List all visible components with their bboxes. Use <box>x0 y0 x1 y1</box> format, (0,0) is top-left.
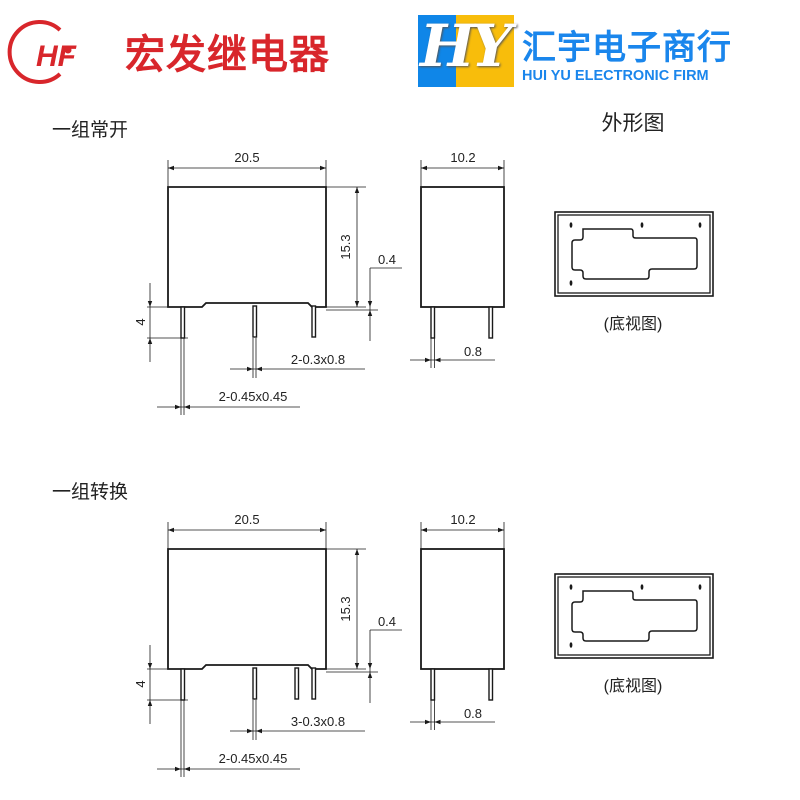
dim-height: 15.3 <box>338 596 353 621</box>
dim-side-pin: 0.8 <box>464 344 482 359</box>
arrow-head <box>175 404 181 410</box>
pin-hole <box>569 584 573 590</box>
arrow-head <box>256 366 262 372</box>
dim-large-pins: 2-0.45x0.45 <box>219 389 288 404</box>
arrow-head <box>434 719 441 725</box>
section-normally-open: 一组常开 20.5 15.3 0.4 4 2-0.3x0.8 2-0.45x0.45 10.2… <box>52 119 714 415</box>
arrow-head <box>247 728 253 734</box>
pin-hole <box>698 584 702 590</box>
arrow-head <box>425 719 431 725</box>
bottom-view-label: (底视图) <box>604 315 663 333</box>
dim-side-pin: 0.8 <box>464 706 482 721</box>
arrow-head <box>354 187 360 193</box>
arrow-head <box>367 301 373 307</box>
arrow-head <box>147 338 153 344</box>
relay-front-body <box>167 186 327 308</box>
dim-pin-length: 4 <box>133 680 148 687</box>
hy-logo-mark <box>418 15 514 87</box>
arrow-head <box>168 527 174 533</box>
arrow-head <box>354 301 360 307</box>
hy-brand-cn: 汇宇电子商行 <box>522 28 732 68</box>
arrow-head <box>247 366 253 372</box>
pin-hole <box>569 222 573 228</box>
bottom-view-inner <box>557 576 711 656</box>
arrow-head <box>367 663 373 669</box>
arrow-head <box>320 527 326 533</box>
dim-width: 20.5 <box>234 150 259 165</box>
arrow-head <box>421 165 427 171</box>
dim-height: 15.3 <box>338 234 353 259</box>
arrow-head <box>367 672 373 678</box>
section-title: 一组常开 <box>52 119 128 141</box>
dim-standoff: 0.4 <box>378 252 396 267</box>
relay-side-body <box>420 186 505 308</box>
dim-large-pins: 2-0.45x0.45 <box>219 751 288 766</box>
pin-hole <box>569 280 573 286</box>
hy-brand-en: HUI YU ELECTRONIC FIRM <box>522 68 709 84</box>
arrow-head <box>354 549 360 555</box>
pin-hole <box>569 642 573 648</box>
relay-pin <box>294 667 300 700</box>
dim-depth: 10.2 <box>450 512 475 527</box>
bottom-view-label: (底视图) <box>604 677 663 695</box>
relay-pin <box>488 668 494 701</box>
arrow-head <box>147 663 153 669</box>
arrow-head <box>425 357 431 363</box>
pin-hole <box>640 584 644 590</box>
hf-logo-mark: HF <box>7 20 77 84</box>
hy-logo-letters: HY <box>420 12 512 80</box>
arrow-head <box>256 728 262 734</box>
svg-text:HF: HF <box>36 40 77 73</box>
bottom-view-outer <box>554 211 714 297</box>
dim-small-pins: 2-0.3x0.8 <box>291 352 345 367</box>
arrow-head <box>147 700 153 706</box>
arrow-head <box>168 165 174 171</box>
arrow-head <box>498 165 504 171</box>
bottom-view-inner <box>557 214 711 294</box>
arrow-head <box>320 165 326 171</box>
arrow-head <box>184 766 190 772</box>
relay-pin <box>311 305 317 338</box>
dim-width: 20.5 <box>234 512 259 527</box>
pin-hole <box>698 222 702 228</box>
arrow-head <box>421 527 427 533</box>
section-title: 一组转换 <box>52 481 128 503</box>
arrow-head <box>184 404 190 410</box>
dim-small-pins: 3-0.3x0.8 <box>291 714 345 729</box>
dim-depth: 10.2 <box>450 150 475 165</box>
relay-pin <box>252 305 258 338</box>
section-changeover: 一组转换 20.5 15.3 0.4 4 3-0.3x0.8 2-0.45x0.45 10.2… <box>52 481 714 777</box>
pin-hole <box>640 222 644 228</box>
relay-pin <box>180 668 186 701</box>
relay-pin <box>311 667 317 700</box>
relay-pin <box>488 306 494 339</box>
arrow-head <box>147 301 153 307</box>
relay-pin <box>180 306 186 339</box>
relay-pin <box>430 668 436 701</box>
bottom-view-cavity <box>571 590 698 642</box>
arrow-head <box>498 527 504 533</box>
relay-pin <box>430 306 436 339</box>
relay-pin <box>252 667 258 700</box>
bottom-view-outer <box>554 573 714 659</box>
dim-pin-length: 4 <box>133 318 148 325</box>
arrow-head <box>354 663 360 669</box>
outline-title: 外形图 <box>602 112 665 135</box>
hf-brand-name: 宏发继电器 <box>125 32 330 78</box>
bottom-view-cavity <box>571 228 698 280</box>
arrow-head <box>434 357 441 363</box>
relay-front-body <box>167 548 327 670</box>
dim-standoff: 0.4 <box>378 614 396 629</box>
arrow-head <box>367 310 373 316</box>
arrow-head <box>175 766 181 772</box>
relay-side-body <box>420 548 505 670</box>
